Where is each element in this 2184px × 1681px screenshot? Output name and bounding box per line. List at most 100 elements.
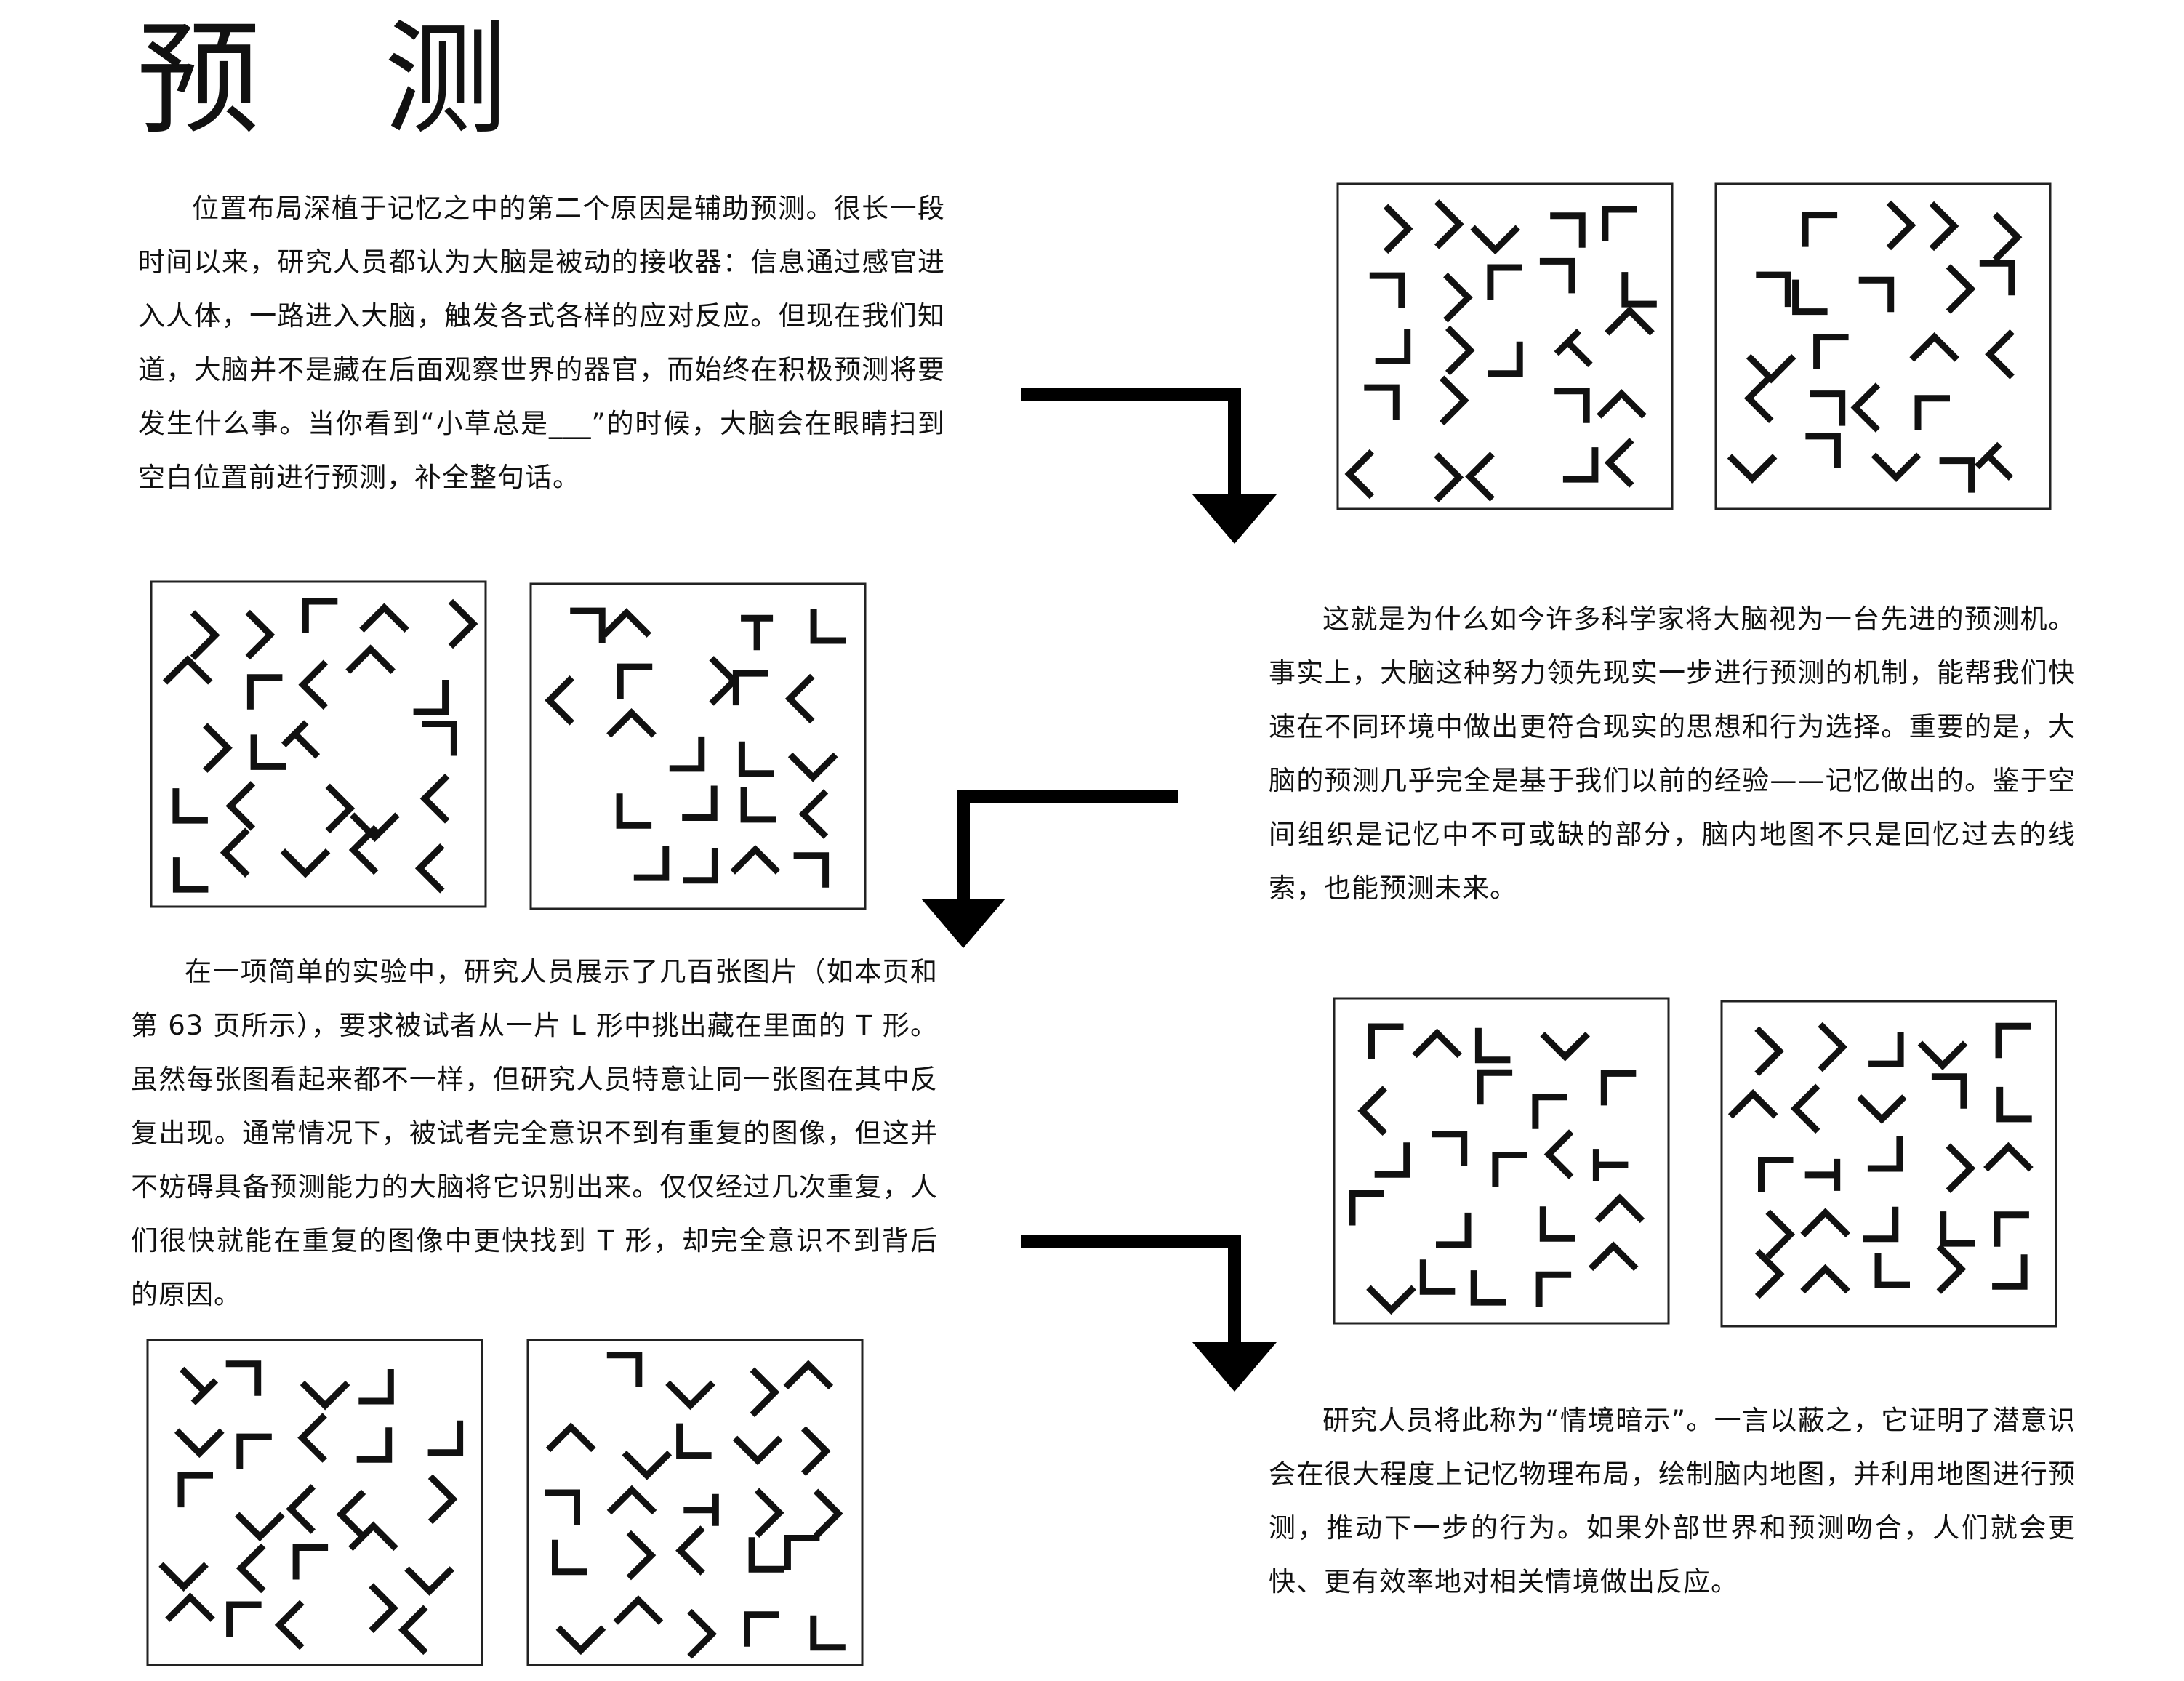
stimulus-panels — [146, 182, 2057, 1666]
l-shape — [1383, 204, 1413, 254]
l-shape — [236, 1433, 272, 1469]
l-shape — [545, 1422, 596, 1453]
l-shape — [280, 848, 331, 878]
l-shape — [1818, 1022, 1848, 1072]
l-shape — [358, 1369, 394, 1405]
l-shape — [190, 610, 220, 660]
l-shape — [1432, 1131, 1468, 1166]
l-shape — [1543, 1129, 1574, 1179]
l-shape — [1369, 272, 1405, 308]
l-shape — [1850, 382, 1881, 433]
l-shape — [1940, 1211, 1975, 1247]
l-shape — [350, 812, 400, 843]
l-shape — [348, 825, 379, 875]
l-shape — [419, 774, 450, 824]
l-shape — [613, 1595, 664, 1625]
l-shape — [1357, 1086, 1387, 1136]
l-shape — [177, 1472, 213, 1508]
l-shape — [606, 1352, 643, 1387]
l-shape — [1992, 1254, 2028, 1290]
l-shape — [732, 670, 768, 706]
l-shape — [683, 848, 718, 884]
stimulus-panel-8 — [526, 1339, 864, 1666]
l-shape — [1754, 1026, 1784, 1077]
l-shape — [1914, 395, 1950, 430]
t-shape — [1554, 329, 1593, 368]
l-shape — [1440, 375, 1469, 426]
t-shape — [1592, 1149, 1629, 1181]
l-shape — [1792, 279, 1828, 316]
l-shape — [1349, 1190, 1384, 1226]
paragraph-2: 这就是为什么如今许多科学家将大脑视为一台先进的预测机。事实上，大脑这种努力领先现… — [1269, 593, 2076, 915]
l-shape — [1939, 457, 1975, 493]
paragraph-1: 位置布局深植于记忆之中的第二个原因是辅助预测。很长一段时间以来，研究人员都认为大… — [138, 182, 945, 505]
l-shape — [1562, 447, 1599, 483]
l-shape — [1983, 1142, 2034, 1172]
l-shape — [740, 787, 776, 823]
l-shape — [1868, 1032, 1904, 1067]
l-shape — [1813, 334, 1849, 369]
l-shape — [730, 845, 781, 875]
t-shape — [180, 1366, 219, 1405]
l-shape — [1810, 390, 1846, 426]
l-shape — [1929, 201, 1959, 252]
l-shape — [245, 609, 276, 660]
l-shape — [345, 644, 396, 674]
paragraph-1-text: 位置布局深植于记忆之中的第二个原因是辅助预测。很长一段时间以来，研究人员都认为大… — [138, 193, 945, 493]
l-shape — [738, 741, 774, 777]
l-shape — [336, 1489, 366, 1540]
l-shape — [1800, 1264, 1850, 1294]
l-shape — [1805, 433, 1841, 468]
l-shape — [1996, 1086, 2032, 1123]
t-shape — [1975, 441, 2014, 481]
l-shape — [555, 1625, 606, 1656]
l-shape — [1727, 1088, 1778, 1119]
l-shape — [750, 1367, 780, 1418]
l-shape — [1867, 1136, 1903, 1172]
l-shape — [1979, 260, 2015, 296]
l-shape — [297, 1413, 327, 1463]
paragraph-3: 在一项简单的实验中，研究人员展示了几百张图片（如本页和第 63 页所示），要求被… — [131, 945, 938, 1322]
stimulus-panel-7 — [146, 1339, 483, 1666]
l-shape — [1946, 1143, 1976, 1193]
l-shape — [1550, 212, 1586, 248]
l-shape — [1594, 1193, 1645, 1224]
t-shape — [1804, 1158, 1841, 1191]
l-shape — [250, 734, 286, 770]
l-shape — [165, 1592, 215, 1622]
l-shape — [1604, 438, 1634, 488]
l-shape — [427, 1474, 458, 1525]
page-title: 预测 — [137, 7, 507, 153]
title-char-2: 测 — [384, 8, 508, 152]
l-shape — [1857, 1094, 1907, 1124]
l-shape — [298, 659, 329, 710]
stimulus-panel-5 — [1333, 997, 1670, 1325]
l-shape — [158, 1562, 209, 1592]
l-shape — [676, 1423, 712, 1459]
l-shape — [1488, 341, 1523, 377]
paragraph-3-text: 在一项简单的实验中，研究人员展示了几百张图片（如本页和第 63 页所示），要求被… — [131, 956, 938, 1310]
l-shape — [325, 783, 356, 834]
stimulus-panel-1 — [1336, 182, 1674, 510]
l-shape — [1532, 1094, 1567, 1129]
stimulus-panel-3 — [150, 580, 487, 908]
l-shape — [404, 1566, 454, 1596]
l-shape — [220, 827, 250, 878]
l-shape — [302, 598, 338, 633]
l-shape — [1946, 264, 1976, 314]
l-shape — [236, 1543, 266, 1594]
panel-frame — [150, 580, 487, 908]
l-shape — [1375, 329, 1411, 364]
l-shape — [1492, 1152, 1527, 1187]
l-shape — [783, 1360, 834, 1390]
flow-arrow-2 — [921, 790, 1178, 948]
t-shape — [683, 1493, 719, 1526]
l-shape — [1917, 1040, 1968, 1070]
l-shape — [1443, 273, 1473, 323]
t-shape — [281, 720, 321, 759]
l-shape — [1871, 452, 1922, 482]
l-shape — [1554, 388, 1590, 423]
l-shape — [1540, 1032, 1590, 1062]
l-shape — [1597, 389, 1647, 419]
